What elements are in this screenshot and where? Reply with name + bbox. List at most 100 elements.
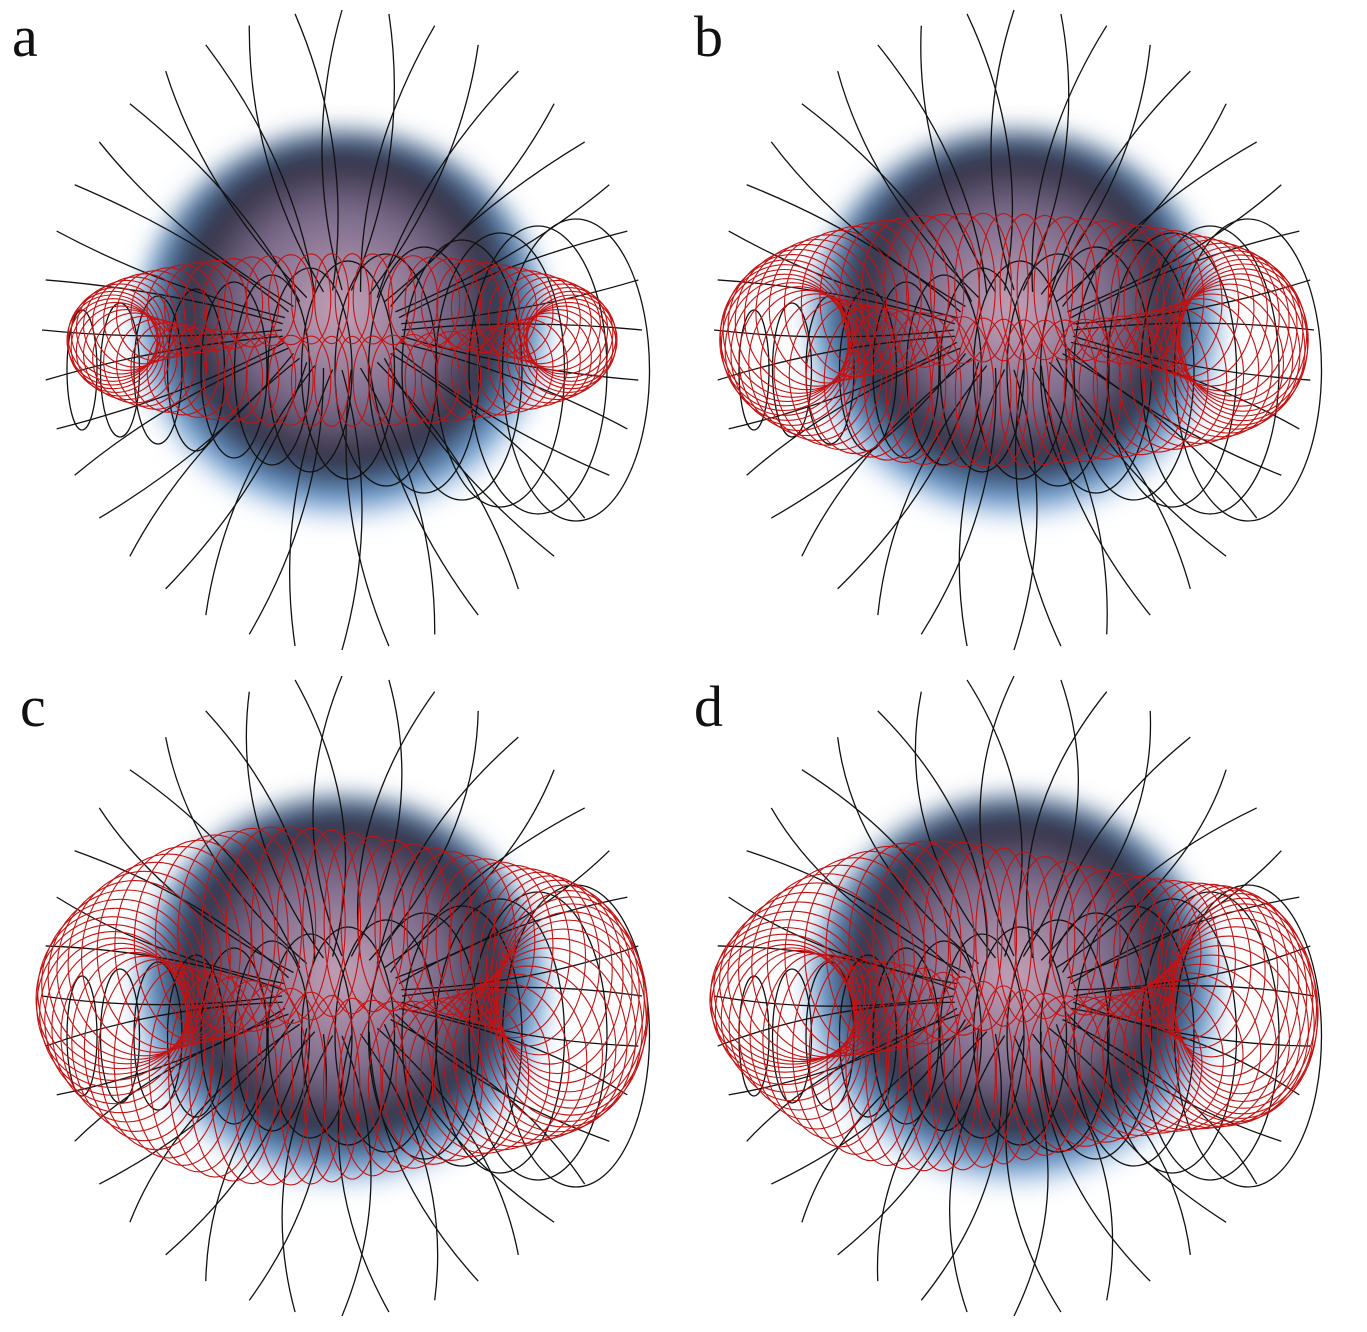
coil-loop xyxy=(497,896,645,1101)
coil-loop xyxy=(290,253,332,345)
coil-loop xyxy=(367,1000,459,1169)
field-line xyxy=(1048,70,1191,298)
coil-loop xyxy=(255,987,327,1186)
coil-loop xyxy=(506,276,592,368)
coil-loop xyxy=(727,254,858,398)
coil-loop xyxy=(978,212,1029,362)
coil-loop xyxy=(209,980,294,1185)
coil-loop xyxy=(114,846,252,1047)
coil-loop xyxy=(1148,882,1252,1049)
coil-loop xyxy=(526,294,618,386)
poloidal-field-lines xyxy=(41,9,651,651)
field-line xyxy=(1048,361,1191,590)
field-line xyxy=(1040,44,1151,295)
coil-loop xyxy=(374,843,452,1012)
field-line xyxy=(746,184,961,313)
field-line xyxy=(728,341,958,430)
coil-loop xyxy=(751,873,905,1058)
coil-loop xyxy=(39,931,187,1096)
field-line xyxy=(205,710,316,961)
field-line xyxy=(281,1035,334,1313)
coil-loop xyxy=(1169,246,1290,397)
coil-loop xyxy=(848,842,962,1048)
field-line xyxy=(837,70,980,299)
field-line xyxy=(359,25,436,292)
coil-loop xyxy=(250,826,331,1025)
coil-loop xyxy=(498,273,581,365)
field-line xyxy=(205,1031,316,1282)
coil-loop xyxy=(1066,869,1143,1016)
field-line xyxy=(360,1033,439,1301)
coil-loop xyxy=(1016,214,1074,361)
field-line xyxy=(1031,367,1108,635)
coil-loop xyxy=(954,317,1012,468)
closed-loop xyxy=(300,926,396,1146)
field-line xyxy=(341,369,363,651)
coil-loop xyxy=(1066,994,1180,1140)
panel-b: b xyxy=(672,0,1355,666)
coil-loop xyxy=(954,212,1013,363)
coil-loop xyxy=(494,884,633,1084)
coil-loop xyxy=(459,864,571,1039)
field-line xyxy=(990,9,1015,291)
coil-loop xyxy=(1015,319,1074,466)
field-line xyxy=(1013,369,1038,651)
coil-loop xyxy=(872,840,975,1045)
coil-loop xyxy=(92,312,178,404)
field-line xyxy=(248,368,325,635)
coil-loop xyxy=(907,314,978,467)
coil-loop xyxy=(202,257,264,350)
coil-loop xyxy=(738,949,860,1111)
coil-loop xyxy=(1049,865,1121,1016)
field-line xyxy=(1048,736,1191,964)
coil-loop xyxy=(1177,254,1304,407)
poloidal-field-lines xyxy=(713,675,1323,1317)
coil-loop xyxy=(432,981,570,1151)
field-line xyxy=(1031,25,1108,292)
field-line xyxy=(376,70,519,298)
coil-loop xyxy=(450,262,520,354)
toroidal-twisted-field xyxy=(35,826,649,1186)
coil-loop xyxy=(1140,298,1260,445)
coil-loop xyxy=(245,255,297,347)
closed-loop xyxy=(166,954,226,1118)
coil-loop xyxy=(975,847,1033,1027)
coil-loop xyxy=(81,861,231,1053)
coil-loop xyxy=(75,283,165,375)
panel-a: a xyxy=(0,0,683,666)
coil-loop xyxy=(188,976,278,1182)
coil-loop xyxy=(168,972,263,1178)
coil-loop xyxy=(75,305,165,397)
coil-loop xyxy=(1175,273,1306,426)
coil-loop xyxy=(999,319,1050,467)
coil-loop xyxy=(1163,885,1279,1067)
coil-loop xyxy=(352,335,394,427)
closed-loop xyxy=(1006,253,1110,487)
field-line xyxy=(345,369,390,647)
coil-loop xyxy=(113,962,225,1159)
closed-loop xyxy=(1039,246,1153,494)
coil-loop xyxy=(1083,872,1163,1018)
field-line xyxy=(837,362,980,590)
field-line xyxy=(368,1031,479,1282)
coil-loop xyxy=(470,868,587,1047)
coil-loop xyxy=(719,901,879,1063)
field-line xyxy=(165,736,308,965)
coil-loop xyxy=(154,834,276,1040)
coil-loop xyxy=(999,213,1050,361)
panel-d: d xyxy=(672,666,1355,1332)
closed-loop xyxy=(233,940,311,1132)
coil-loop xyxy=(340,835,406,1013)
field-line xyxy=(395,850,610,979)
coil-loop xyxy=(491,879,624,1075)
coil-loop xyxy=(146,264,220,356)
coil-loop xyxy=(395,996,507,1161)
field-line xyxy=(248,25,325,293)
coil-loop xyxy=(738,882,896,1059)
field-line xyxy=(1014,369,1062,647)
coil-loop xyxy=(164,326,234,418)
coil-loop xyxy=(792,955,890,1148)
field-line xyxy=(979,675,1015,957)
coil-loop xyxy=(709,926,861,1073)
field-line xyxy=(801,103,973,302)
